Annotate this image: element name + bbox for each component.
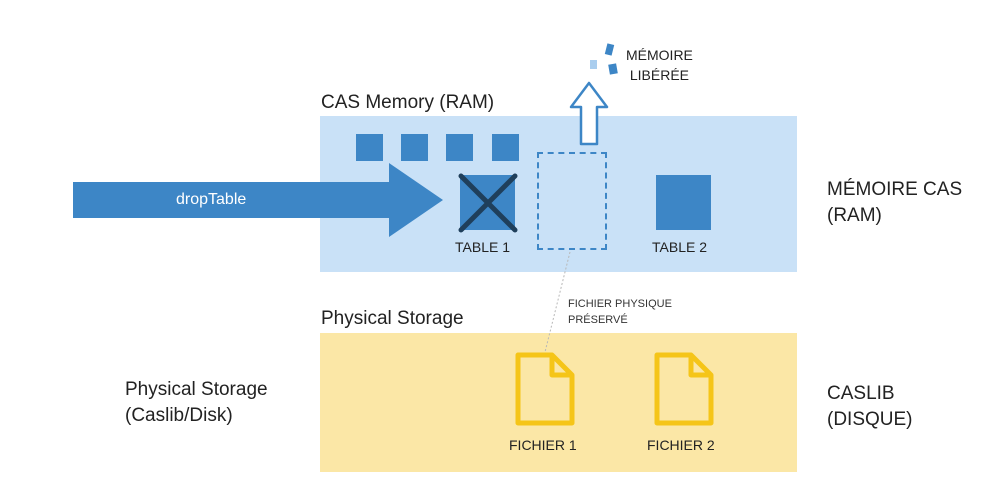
document-icon bbox=[515, 352, 575, 426]
table-2-block bbox=[656, 175, 711, 230]
physical-storage-zone bbox=[320, 333, 797, 472]
memory-fragment bbox=[590, 60, 597, 69]
file-2-label: FICHIER 2 bbox=[647, 437, 715, 453]
ram-side-label: MÉMOIRE CAS (RAM) bbox=[827, 177, 962, 229]
table-1-label: TABLE 1 bbox=[455, 239, 510, 255]
preserved-file-note-line1: FICHIER PHYSIQUE bbox=[568, 298, 672, 310]
ram-side-label-line1: MÉMOIRE CAS bbox=[827, 179, 963, 200]
caslib-side-label-line1: CASLIB bbox=[827, 383, 895, 404]
file-1-label: FICHIER 1 bbox=[509, 437, 577, 453]
preserved-file-note-line2: PRÉSERVÉ bbox=[568, 314, 628, 326]
memory-block bbox=[401, 134, 428, 161]
storage-side-label-line1: Physical Storage bbox=[125, 379, 268, 400]
storage-side-label-line2: (Caslib/Disk) bbox=[125, 405, 233, 426]
freed-memory-label-line2: LIBÉRÉE bbox=[629, 67, 690, 83]
ram-zone-title: CAS Memory (RAM) bbox=[321, 92, 495, 113]
freed-memory-slot bbox=[537, 152, 607, 250]
storage-side-label: Physical Storage (Caslib/Disk) bbox=[125, 377, 268, 429]
ram-side-label-line2: (RAM) bbox=[827, 205, 882, 226]
drop-table-arrow bbox=[73, 163, 443, 237]
memory-block bbox=[356, 134, 383, 161]
preserved-file-note: FICHIER PHYSIQUE PRÉSERVÉ bbox=[568, 296, 672, 328]
memory-block bbox=[446, 134, 473, 161]
preserved-connector-line bbox=[543, 251, 571, 357]
caslib-side-label: CASLIB (DISQUE) bbox=[827, 381, 913, 433]
freed-memory-label-line1: MÉMOIRE bbox=[626, 47, 693, 63]
freed-memory-label: MÉMOIRE LIBÉRÉE bbox=[626, 45, 693, 85]
caslib-side-label-line2: (DISQUE) bbox=[827, 409, 913, 430]
document-icon bbox=[654, 352, 714, 426]
memory-block bbox=[492, 134, 519, 161]
table-2-label: TABLE 2 bbox=[652, 239, 707, 255]
x-cross-icon bbox=[458, 173, 518, 233]
memory-fragment bbox=[604, 43, 615, 56]
up-arrow-icon bbox=[569, 81, 609, 146]
memory-fragment bbox=[608, 63, 618, 75]
drop-table-label: dropTable bbox=[176, 191, 247, 208]
storage-zone-title: Physical Storage bbox=[321, 308, 464, 329]
